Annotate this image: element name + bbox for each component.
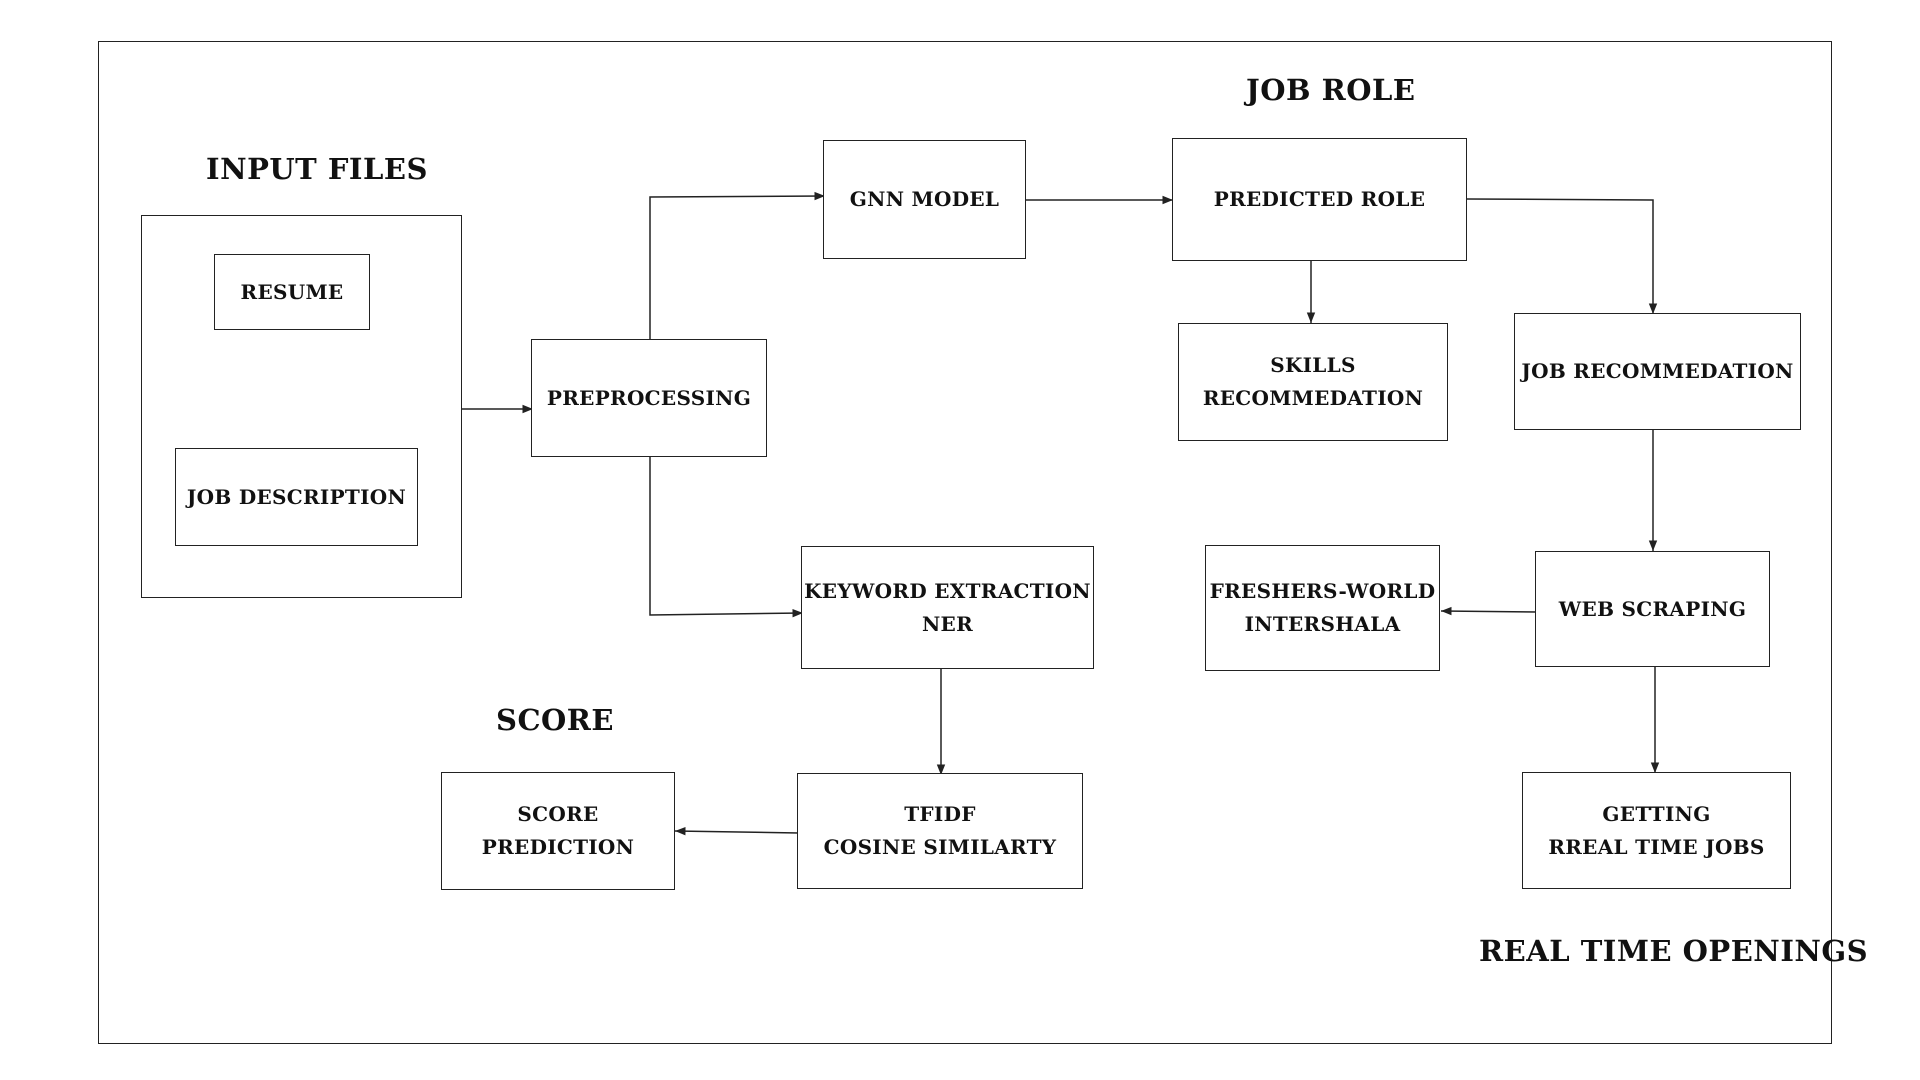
node-freshers-world: FRESHERS-WORLD INTERSHALA — [1205, 545, 1440, 671]
edge-preprocessing-to-keyword — [649, 457, 804, 618]
node-web-scraping: WEB SCRAPING — [1535, 551, 1770, 667]
edge-preprocessing-to-gnn — [649, 191, 826, 339]
node-skills-recommendation: SKILLS RECOMMEDATION — [1178, 323, 1448, 441]
edge-tfidf-to-score — [674, 826, 800, 836]
node-keyword-extraction: KEYWORD EXTRACTION NER — [801, 546, 1094, 669]
node-job-description: JOB DESCRIPTION — [175, 448, 418, 546]
node-predicted-role: PREDICTED ROLE — [1172, 138, 1467, 261]
node-gnn-model: GNN MODEL — [823, 140, 1026, 259]
node-preprocessing: PREPROCESSING — [531, 339, 767, 457]
heading-job-role: JOB ROLE — [1246, 73, 1416, 107]
edge-predicted-role-to-job-rec — [1466, 198, 1658, 314]
node-score-prediction: SCORE PREDICTION — [441, 772, 675, 890]
input-files-group — [141, 215, 462, 598]
diagram-frame — [98, 41, 1832, 1044]
node-resume: RESUME — [214, 254, 370, 330]
node-tfidf: TFIDF COSINE SIMILARTY — [797, 773, 1083, 889]
heading-score: SCORE — [496, 703, 614, 737]
heading-real-time-openings: REAL TIME OPENINGS — [1479, 934, 1869, 968]
node-real-time-jobs: GETTING RREAL TIME JOBS — [1522, 772, 1791, 889]
heading-input-files: INPUT FILES — [206, 152, 428, 186]
node-job-recommendation: JOB RECOMMEDATION — [1514, 313, 1801, 430]
edge-web-scraping-to-freshers — [1440, 606, 1538, 616]
